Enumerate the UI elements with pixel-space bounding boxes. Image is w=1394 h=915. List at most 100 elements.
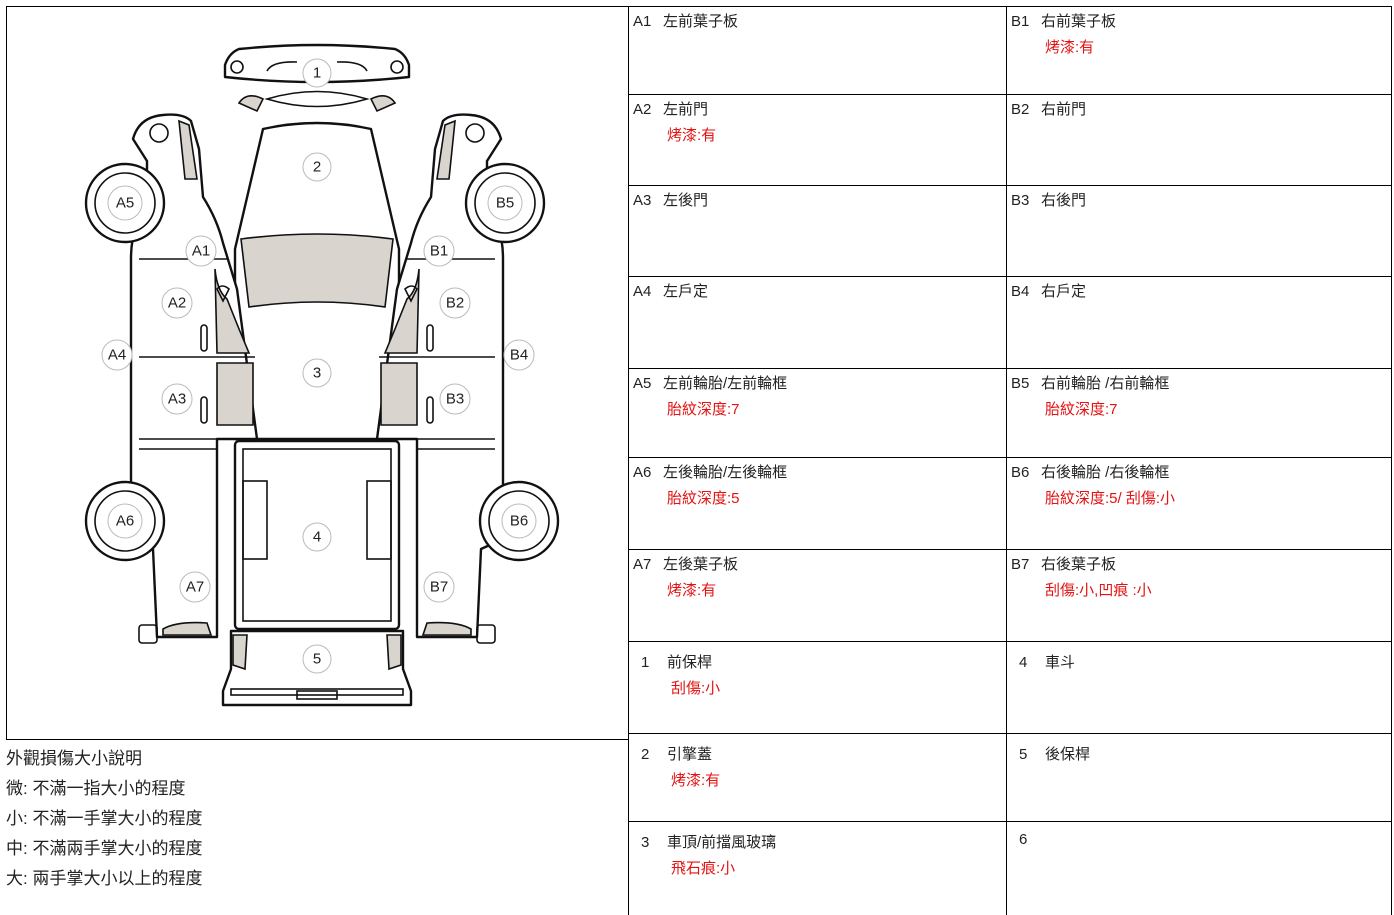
part-code: 5 <box>1019 746 1028 763</box>
label-b6[interactable]: B6 <box>501 503 537 539</box>
part-code: A5 <box>633 375 652 392</box>
label-a4-text: A4 <box>108 347 126 364</box>
label-5[interactable]: 5 <box>302 644 332 674</box>
part-name: 右戶定 <box>1041 283 1087 300</box>
part-code: A2 <box>633 101 652 118</box>
label-b3-text: B3 <box>446 391 464 408</box>
label-a1[interactable]: A1 <box>185 235 217 267</box>
damage-note: 飛石痕:小 <box>671 860 736 877</box>
damage-note: 烤漆:有 <box>1045 39 1095 56</box>
table-cell-6: 6 <box>1006 821 1392 915</box>
part-name: 右前輪胎 /右前輪框 <box>1041 375 1170 392</box>
legend-line-large: 大: 兩手掌大小以上的程度 <box>6 869 203 888</box>
part-name: 引擎蓋 <box>667 746 713 763</box>
label-a7[interactable]: A7 <box>179 571 211 603</box>
label-b7[interactable]: B7 <box>423 571 455 603</box>
damage-note: 烤漆:有 <box>671 772 721 789</box>
part-code: 4 <box>1019 654 1028 671</box>
table-cell-a6: A6 左後輪胎/左後輪框胎紋深度:5 <box>628 457 1006 549</box>
label-b5[interactable]: B5 <box>487 185 523 221</box>
label-a7-text: A7 <box>186 579 204 596</box>
vehicle-diagram-panel: 1 2 3 4 5 A1 A2 A3 A4 A5 A6 A7 B1 B2 B3 … <box>6 6 628 740</box>
damage-note: 胎紋深度:5 <box>667 490 740 507</box>
part-code: B6 <box>1011 464 1030 481</box>
cell-header: 1 前保桿 <box>641 651 712 672</box>
table-cell-a3: A3 左後門 <box>628 185 1006 276</box>
table-cell-b5: B5 右前輪胎 /右前輪框胎紋深度:7 <box>1006 368 1392 457</box>
label-a3[interactable]: A3 <box>161 383 193 415</box>
damage-note: 胎紋深度:7 <box>667 401 740 418</box>
cell-header: 6 <box>1019 831 1045 848</box>
label-b1-text: B1 <box>430 243 448 260</box>
label-b7-text: B7 <box>430 579 448 596</box>
damage-note: 胎紋深度:7 <box>1045 401 1118 418</box>
label-4[interactable]: 4 <box>302 522 332 552</box>
cell-header: A7 左後葉子板 <box>633 553 738 574</box>
part-code: B7 <box>1011 556 1030 573</box>
label-5-text: 5 <box>313 651 321 668</box>
label-3[interactable]: 3 <box>302 358 332 388</box>
part-name: 左戶定 <box>663 283 709 300</box>
label-b4[interactable]: B4 <box>503 339 535 371</box>
part-name: 前保桿 <box>667 654 713 671</box>
hood-roof-shape <box>233 121 401 441</box>
part-name: 左後輪胎/左後輪框 <box>663 464 788 481</box>
cell-header: B5 右前輪胎 /右前輪框 <box>1011 372 1169 393</box>
part-name: 右後輪胎 /右後輪框 <box>1041 464 1170 481</box>
label-a6-text: A6 <box>116 513 134 530</box>
damage-note: 胎紋深度:5/ 刮傷:小 <box>1045 490 1176 507</box>
label-a5[interactable]: A5 <box>107 185 143 221</box>
part-name: 車斗 <box>1045 654 1076 671</box>
label-b4-text: B4 <box>510 347 528 364</box>
part-code: B5 <box>1011 375 1030 392</box>
label-2[interactable]: 2 <box>302 152 332 182</box>
cell-header: 4 車斗 <box>1019 651 1075 672</box>
part-name: 左後葉子板 <box>663 556 739 573</box>
legend-line-slight: 微: 不滿一指大小的程度 <box>6 779 186 798</box>
legend-line-medium: 中: 不滿兩手掌大小的程度 <box>6 839 203 858</box>
label-b2[interactable]: B2 <box>439 287 471 319</box>
cell-header: A3 左後門 <box>633 189 708 210</box>
label-b1[interactable]: B1 <box>423 235 455 267</box>
part-code: A7 <box>633 556 652 573</box>
part-code: 3 <box>641 834 650 851</box>
part-name: 右後門 <box>1041 192 1087 209</box>
part-name: 右前葉子板 <box>1041 13 1117 30</box>
label-a2[interactable]: A2 <box>161 287 193 319</box>
part-code: 1 <box>641 654 650 671</box>
label-b6-text: B6 <box>510 513 528 530</box>
label-a6[interactable]: A6 <box>107 503 143 539</box>
part-code: A6 <box>633 464 652 481</box>
label-a4[interactable]: A4 <box>101 339 133 371</box>
label-3-text: 3 <box>313 365 321 382</box>
label-b3[interactable]: B3 <box>439 383 471 415</box>
part-name: 左後門 <box>663 192 709 209</box>
cell-header: B6 右後輪胎 /右後輪框 <box>1011 461 1169 482</box>
label-a3-text: A3 <box>168 391 186 408</box>
label-1[interactable]: 1 <box>302 58 332 88</box>
part-code: A3 <box>633 192 652 209</box>
damage-note: 烤漆:有 <box>667 582 717 599</box>
